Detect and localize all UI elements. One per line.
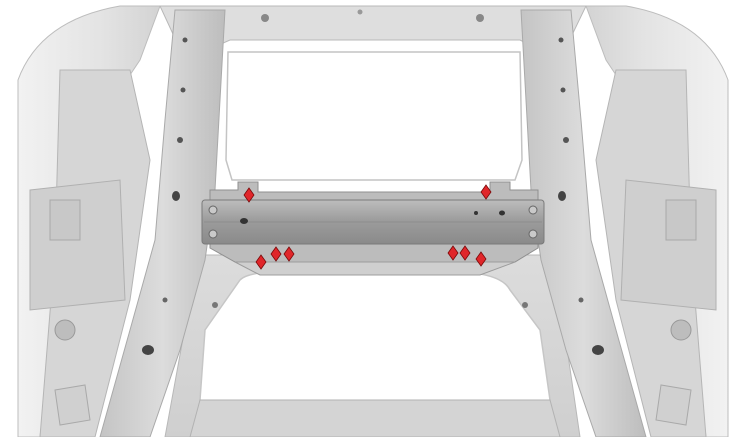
- marker-diamond: [243, 187, 255, 203]
- left-frame-rail: [99, 9, 226, 437]
- marker-diamond: [270, 246, 282, 262]
- marker-diamond: [255, 254, 267, 270]
- left-body-side: [17, 5, 161, 437]
- marker-diamond: [480, 184, 492, 200]
- right-body-side: [585, 5, 729, 437]
- marker-diamond: [447, 245, 459, 261]
- weld-markers: [243, 184, 492, 270]
- marker-diamond: [459, 245, 471, 261]
- lower-opening: [199, 270, 551, 421]
- crossmember-beam: [201, 181, 545, 276]
- upper-opening: [225, 51, 523, 181]
- marker-diamond: [475, 251, 487, 267]
- floor-pan: [164, 254, 581, 437]
- marker-diamond: [283, 246, 295, 262]
- right-frame-rail: [520, 9, 647, 437]
